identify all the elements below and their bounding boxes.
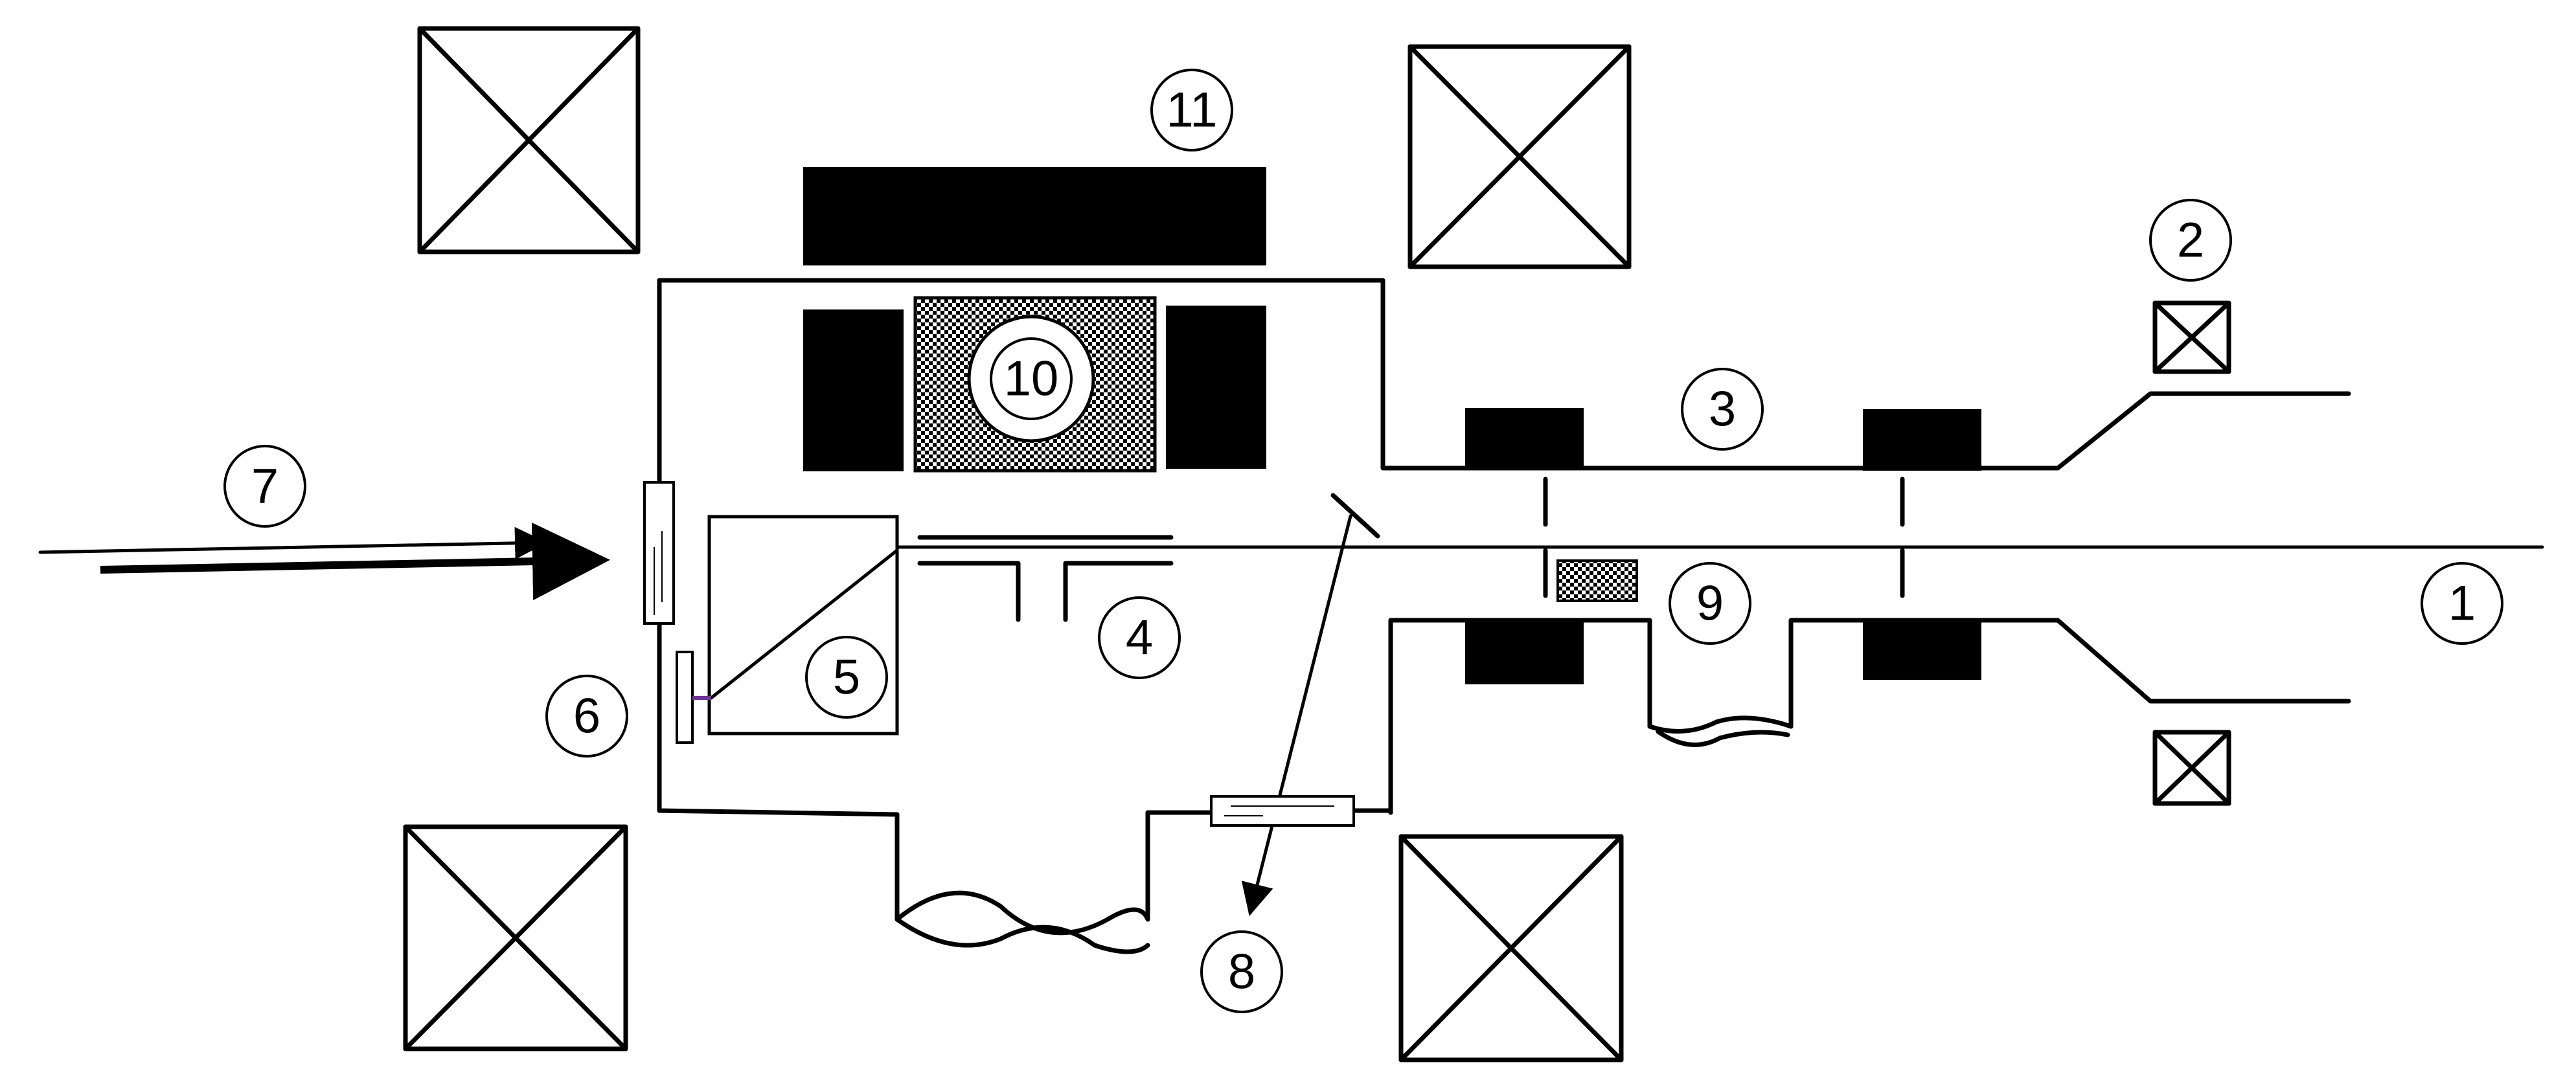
beamline-magnet-1-bottom [1465, 620, 1584, 684]
small-coil-bottom [2152, 730, 2231, 806]
chamber-outline-bottom-right-2 [1788, 618, 2351, 729]
sample-hatched [1556, 559, 1638, 602]
label-6: 6 [545, 675, 628, 758]
label-5-text: 5 [833, 650, 860, 705]
beamline-magnet-1-top [1465, 408, 1584, 469]
chamber-left-wall [657, 278, 900, 817]
mirror [1330, 493, 1380, 539]
label-1: 1 [2421, 562, 2503, 645]
exit-window [1210, 795, 1355, 827]
label-9: 9 [1669, 562, 1751, 645]
label-3: 3 [1681, 368, 1764, 451]
label-7: 7 [223, 445, 306, 528]
label-5: 5 [805, 636, 888, 719]
entrance-window [643, 481, 675, 625]
input-beam-arrow-thin [38, 526, 547, 559]
label-10: 10 [990, 337, 1073, 420]
label-2-text: 2 [2177, 213, 2204, 268]
small-coil-top [2152, 300, 2231, 374]
coil-bottom-left [403, 824, 628, 1051]
input-beam-arrow-thick [100, 522, 610, 601]
label-4: 4 [1098, 596, 1181, 679]
output-beam-arrow [1241, 514, 1352, 916]
detector-plate [676, 651, 694, 744]
beamline-magnet-2-bottom [1863, 620, 1981, 680]
prism-diagonal [709, 548, 899, 700]
label-1-text: 1 [2448, 576, 2476, 631]
coil-top-left [417, 26, 641, 254]
beamline-magnet-2-top [1863, 409, 1981, 471]
label-7-text: 7 [251, 459, 279, 514]
label-6-text: 6 [573, 689, 600, 744]
label-8-text: 8 [1228, 945, 1255, 1000]
coil-top-right [1408, 44, 1632, 269]
magnet-top-bar [803, 167, 1266, 265]
label-2: 2 [2149, 199, 2232, 282]
coil-bottom-right [1398, 834, 1624, 1062]
label-9-text: 9 [1696, 576, 1724, 631]
magnet-left-block [803, 309, 904, 471]
bellows-bottom-lower [895, 917, 1150, 954]
bellows-bottom [895, 810, 1150, 936]
bellows-right-lower [1656, 729, 1790, 747]
label-11: 11 [1150, 69, 1233, 152]
electrode-right [1063, 561, 1174, 622]
magnet-right-block [1166, 306, 1266, 469]
label-10-text: 10 [1004, 352, 1059, 407]
label-11-text: 11 [1167, 83, 1218, 138]
bellows-right [1647, 715, 1794, 734]
label-4-text: 4 [1126, 611, 1153, 666]
label-8: 8 [1200, 930, 1283, 1013]
chamber-outline-top [657, 278, 2351, 471]
electrode-left [917, 561, 1021, 622]
label-3-text: 3 [1709, 382, 1736, 437]
